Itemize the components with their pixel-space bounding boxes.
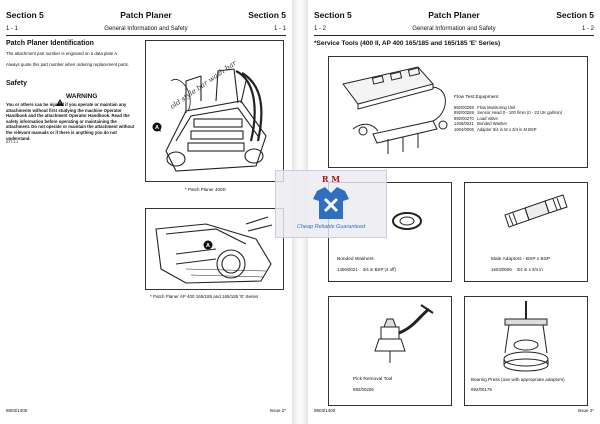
- flow-title: Flow Test Equipment: [454, 95, 499, 100]
- bonded-washer-drawing: [392, 212, 422, 230]
- pick-code: 892/00206: [353, 387, 374, 392]
- male-adaptor-drawing: [504, 194, 568, 228]
- svg-text:A: A: [206, 243, 210, 249]
- footer-doc-number: 9803/1400: [6, 408, 28, 413]
- list-item: 1604/0006 Adaptor 3/4 in M x 3/4 in M BS…: [454, 126, 537, 132]
- marker-a-icon: [203, 240, 213, 250]
- page-number: 1 - 1: [6, 26, 19, 32]
- section-label-right: Section 5: [556, 10, 594, 20]
- washers-title: Bonded Washers: [337, 257, 374, 262]
- list-item: 892/00269 Sensor Head 0 - 100 l/min (0 -…: [454, 110, 563, 116]
- bearing-code: 892/00179: [471, 387, 492, 392]
- svg-text:A: A: [155, 125, 159, 131]
- header-rule: [6, 35, 286, 36]
- page-number: 1 - 2: [314, 26, 327, 32]
- watermark-logo-text: R M: [321, 174, 341, 184]
- header-rule: [314, 35, 594, 36]
- adaptors-title: Male Adaptors - BSP x BSP: [491, 257, 551, 262]
- section-label-right: Section 5: [248, 10, 286, 20]
- chapter-title: General Information and Safety: [104, 26, 188, 32]
- footer-issue: Issue 2*: [269, 408, 286, 413]
- page-title: Patch Planer: [428, 10, 480, 20]
- figure2-caption: * Patch Planer AP 400 165/185 and 165/18…: [150, 294, 259, 299]
- warning-reference: ATT-1-1: [6, 140, 19, 144]
- list-item: 1406/0021 Bonded Washer: [454, 121, 508, 127]
- patch-planer-ap400-figure: A: [145, 208, 284, 290]
- flow-test-equipment-box: Flow Test Equipment 892/00268 Flow Monit…: [328, 56, 588, 168]
- footer-issue: Issue 2*: [577, 408, 594, 413]
- list-item: 892/00270 Load Valve: [454, 115, 498, 121]
- marker-a-icon: [152, 122, 162, 132]
- page-number-right: 1 - 2: [581, 26, 594, 32]
- wrench-shirt-icon: [313, 187, 349, 219]
- pick-removal-tool-drawing: [374, 304, 434, 363]
- watermark: R M Cheap Reliable Guaranteed: [275, 170, 387, 238]
- page-title: Patch Planer: [120, 10, 172, 20]
- watermark-tagline: Cheap Reliable Guaranteed: [296, 224, 366, 230]
- svg-text:!: !: [59, 101, 61, 106]
- adaptors-code: 1604/0006 3/4 in x 3/4 in: [491, 267, 543, 272]
- bearing-press-box: Bearing Press (use with appropriate adap…: [464, 296, 588, 406]
- right-subheader: 1 - 2 General Information and Safety 1 -…: [314, 26, 594, 36]
- right-header: Section 5 Patch Planer Section 5: [314, 10, 594, 22]
- pick-removal-tool-box: Pick Removal Tool 892/00206: [328, 296, 452, 406]
- identification-text: The attachment part number is engraved o…: [6, 51, 119, 56]
- flow-test-equipment-drawing: [342, 66, 448, 154]
- section-label: Section 5: [314, 10, 352, 20]
- list-item: 892/00268 Flow Monitoring Unit: [454, 105, 516, 110]
- bearing-title: Bearing Press (use with appropriate adap…: [471, 377, 565, 382]
- patch-planer-400d-drawing: A old style bar wash bar: [152, 59, 267, 172]
- patch-planer-ap400-drawing: A: [155, 216, 273, 284]
- flow-items-list: 892/00268 Flow Monitoring Unit 892/00269…: [454, 105, 562, 132]
- identification-note: Always quote this part number when order…: [6, 62, 130, 67]
- chapter-title: General Information and Safety: [412, 26, 496, 32]
- section-label: Section 5: [6, 10, 44, 20]
- left-header: Section 5 Patch Planer Section 5: [6, 10, 286, 22]
- left-page: Section 5 Patch Planer Section 5 1 - 1 G…: [0, 0, 292, 424]
- identification-heading: Patch Planer Identification: [6, 40, 94, 47]
- page-number-right: 1 - 1: [273, 26, 286, 32]
- male-adaptors-box: Male Adaptors - BSP x BSP 1604/0006 3/4 …: [464, 182, 588, 282]
- pick-title: Pick Removal Tool: [353, 377, 393, 382]
- footer-doc-number: 9803/1400: [314, 408, 336, 413]
- figure1-caption: * Patch Planer 400D: [185, 187, 226, 192]
- bearing-press-drawing: [503, 301, 549, 372]
- patch-planer-400d-figure: A old style bar wash bar: [145, 40, 284, 182]
- warning-label: WARNING: [66, 93, 98, 100]
- left-subheader: 1 - 1 General Information and Safety 1 -…: [6, 26, 286, 36]
- service-tools-heading: *Service Tools (400 II, AP 400 165/185 a…: [314, 40, 501, 47]
- safety-heading: Safety: [6, 80, 28, 87]
- washers-code: 1406/0021 3/4 in BSP (4 off): [337, 267, 396, 272]
- warning-text: You or others can be injured if you oper…: [6, 102, 135, 141]
- warning-triangle-icon: !: [56, 93, 64, 107]
